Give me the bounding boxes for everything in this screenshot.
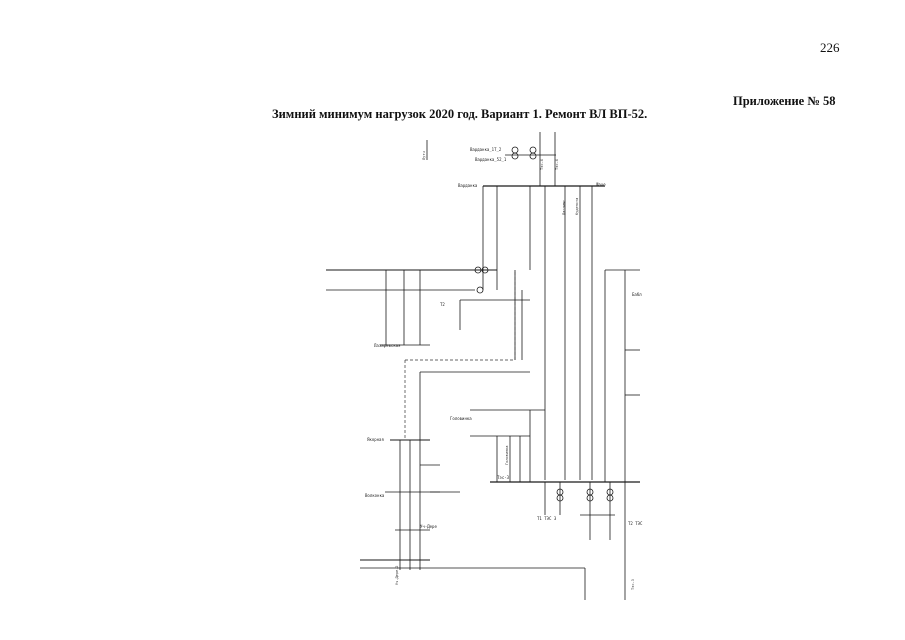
transformer-symbol bbox=[511, 146, 519, 154]
node-label: Тэс-3 bbox=[497, 475, 510, 480]
line-label: Лутч bbox=[422, 151, 426, 160]
line-label: Тэс-4 bbox=[540, 159, 544, 170]
line-label: Тэс-4 bbox=[555, 159, 559, 170]
transformer-symbol bbox=[476, 286, 484, 294]
node-label: Т2 bbox=[440, 302, 445, 307]
node-label: Уч-Дере bbox=[420, 524, 437, 529]
transformer-symbol bbox=[511, 152, 519, 160]
appendix-label: Приложение № 58 bbox=[733, 94, 836, 108]
node-label: Шахе bbox=[596, 182, 606, 187]
page-title: Зимний минимум нагрузок 2020 год. Вариан… bbox=[272, 107, 648, 121]
node-label: Т1 ТЭС 3 bbox=[537, 516, 557, 521]
node-label: Головинка bbox=[450, 416, 472, 421]
transformer-symbol bbox=[529, 152, 537, 160]
transformer-symbol bbox=[606, 494, 614, 502]
line-label: Уч-Дере-2 bbox=[395, 566, 399, 585]
line-label: Головинка bbox=[505, 446, 509, 465]
node-label: Т2 ТЭС bbox=[628, 521, 643, 526]
transformer-symbol bbox=[529, 146, 537, 154]
node-label: Варданка bbox=[458, 183, 478, 188]
node-label: Варданка_52_1 bbox=[475, 157, 507, 162]
node-label: Бабл bbox=[632, 292, 642, 297]
page-number: 226 bbox=[820, 40, 840, 55]
node-label: Лазаревская bbox=[374, 343, 401, 348]
line-label: Тэс-3 bbox=[631, 579, 635, 590]
node-label: Волконка bbox=[365, 493, 385, 498]
line-label: Дагомыс bbox=[562, 200, 566, 215]
node-label: Варданка_1Т_2 bbox=[470, 147, 502, 152]
transformer-symbol bbox=[481, 266, 489, 274]
line-label: Кудепста bbox=[575, 198, 579, 215]
transformer-symbol bbox=[556, 494, 564, 502]
node-label: Якорная bbox=[367, 437, 384, 442]
transformer-symbol bbox=[586, 494, 594, 502]
transformer-symbol bbox=[474, 266, 482, 274]
